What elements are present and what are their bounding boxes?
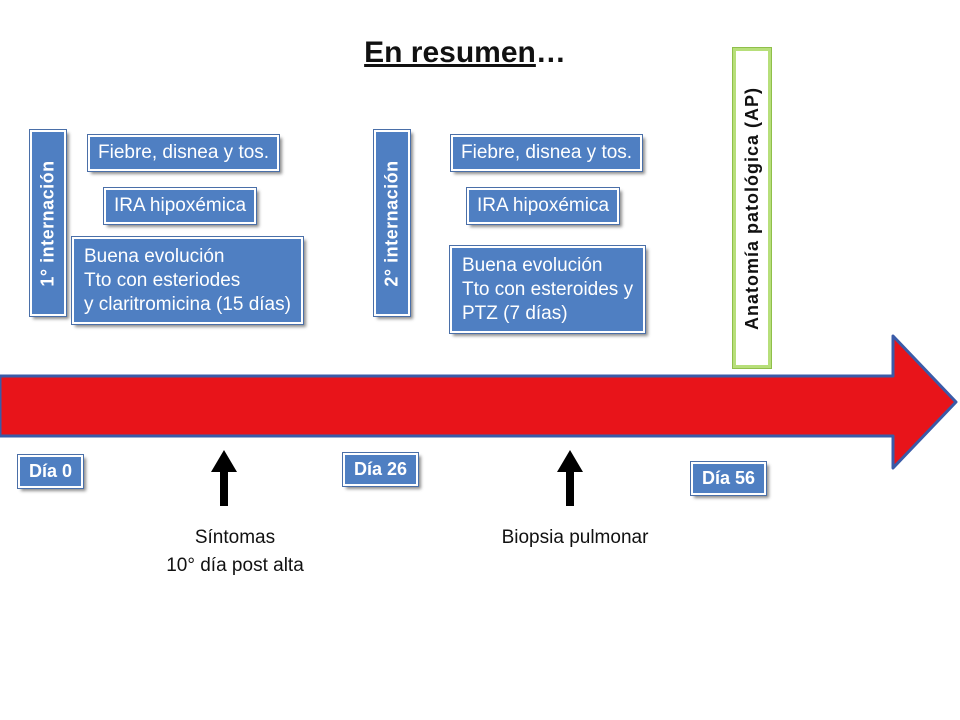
first-outcome-line-2: Tto con esteriodes bbox=[84, 269, 241, 291]
day-0-label: Día 0 bbox=[18, 455, 84, 488]
second-symptoms-box: Fiebre, disnea y tos. bbox=[451, 135, 643, 171]
biopsy-caption-line-1: Biopsia pulmonar bbox=[501, 527, 649, 548]
second-outcome-line-2: Tto con esteroides y bbox=[462, 278, 634, 300]
symptoms-caption: Síntomas 10° día post alta bbox=[130, 524, 340, 580]
biopsy-arrow-icon bbox=[557, 450, 583, 506]
biopsy-caption: Biopsia pulmonar bbox=[470, 524, 680, 552]
symptoms-caption-line-1: Síntomas bbox=[194, 527, 276, 548]
second-outcome-line-1: Buena evolución bbox=[462, 255, 603, 276]
page-title: En resumen… bbox=[364, 36, 566, 69]
pathology-box: Anatomía patológica (AP) bbox=[733, 48, 771, 368]
second-diagnosis-box: IRA hipoxémica bbox=[467, 188, 620, 224]
day-56-label: Día 56 bbox=[691, 462, 767, 495]
second-outcome-box: Buena evolución Tto con esteroides y PTZ… bbox=[450, 246, 646, 334]
second-outcome-line-3: PTZ (7 días) bbox=[462, 302, 568, 324]
first-outcome-line-3: y claritromicina (15 días) bbox=[84, 293, 291, 315]
first-outcome-line-1: Buena evolución bbox=[84, 246, 225, 267]
first-admission-label: 1° internación bbox=[30, 130, 66, 316]
timeline-arrow-body bbox=[0, 334, 958, 470]
symptoms-caption-line-2: 10° día post alta bbox=[166, 555, 304, 576]
day-26-label: Día 26 bbox=[343, 453, 419, 486]
second-admission-label: 2° internación bbox=[374, 130, 410, 316]
symptoms-arrow-icon bbox=[211, 450, 237, 506]
first-outcome-box: Buena evolución Tto con esteriodes y cla… bbox=[72, 237, 303, 325]
first-symptoms-box: Fiebre, disnea y tos. bbox=[88, 135, 280, 171]
first-diagnosis-box: IRA hipoxémica bbox=[104, 188, 257, 224]
timeline-arrow bbox=[0, 334, 958, 470]
